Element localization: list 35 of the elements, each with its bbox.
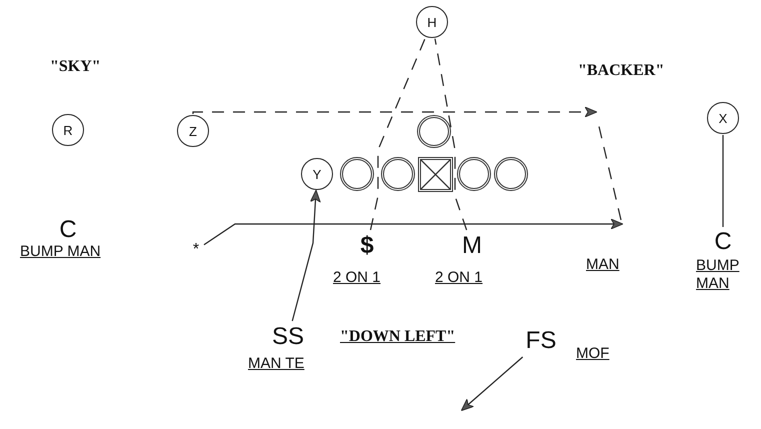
assignment-label: MAN bbox=[586, 256, 620, 273]
assignment-label: 2 ON 1 bbox=[333, 269, 381, 286]
defender-label: M bbox=[460, 232, 484, 260]
lineman-circle bbox=[381, 157, 415, 191]
call-label: "DOWN LEFT" bbox=[340, 328, 456, 346]
assignment-label: MAN TE bbox=[248, 355, 304, 372]
lineman-circle bbox=[340, 157, 374, 191]
defender-label: SS bbox=[269, 323, 307, 351]
player-circle: H bbox=[416, 6, 448, 38]
route-arrow bbox=[192, 106, 598, 118]
assignment-line bbox=[370, 37, 426, 230]
lineman-circle bbox=[417, 114, 451, 148]
assignment-line bbox=[722, 135, 724, 227]
center-square bbox=[418, 156, 452, 192]
defender-label: FS bbox=[523, 327, 559, 355]
defender-label: C bbox=[711, 229, 735, 255]
route-arrow bbox=[204, 218, 624, 246]
assignment-label: MOF bbox=[576, 345, 610, 362]
player-circle: Y bbox=[301, 158, 333, 190]
player-circle: R bbox=[52, 114, 84, 146]
call-label: "SKY" bbox=[50, 58, 101, 76]
lineman-circle bbox=[494, 157, 528, 191]
player-circle: Z bbox=[177, 115, 209, 147]
assignment-label: BUMP MAN bbox=[696, 257, 740, 293]
defender-label: C bbox=[56, 217, 80, 243]
motion-start-mark: * bbox=[190, 243, 202, 257]
assignment-line bbox=[434, 38, 468, 230]
defender-label: $ bbox=[357, 232, 377, 260]
assignment-label: BUMP MAN bbox=[20, 243, 101, 260]
route-arrow bbox=[292, 190, 321, 322]
lineman-circle bbox=[457, 157, 491, 191]
call-label: "BACKER" bbox=[578, 62, 664, 80]
route-arrow bbox=[460, 356, 524, 412]
player-circle: X bbox=[707, 102, 739, 134]
assignment-label: 2 ON 1 bbox=[435, 269, 483, 286]
